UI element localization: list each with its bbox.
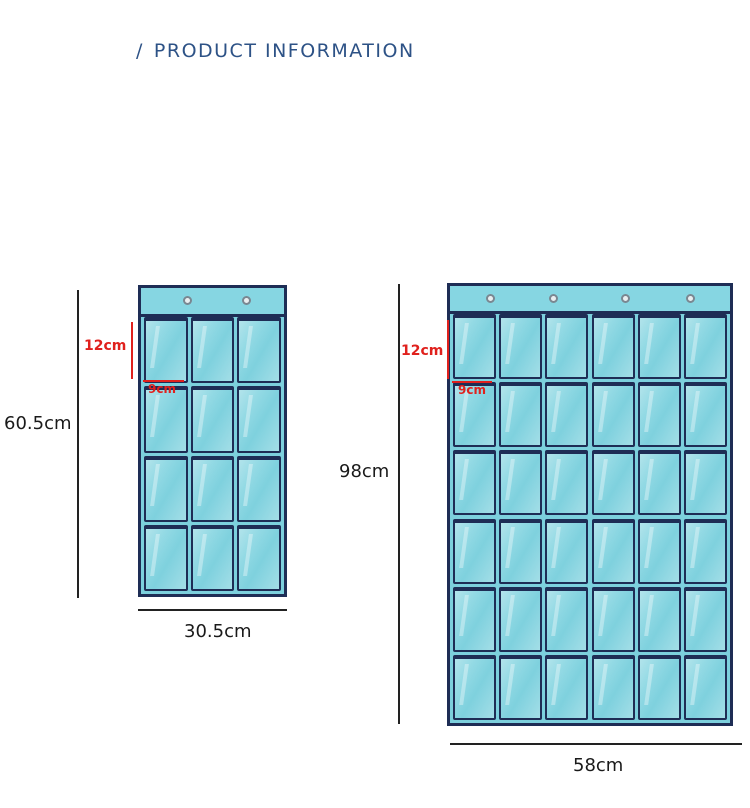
large-pocket-height-label: 12cm [401,343,444,359]
large-pocket-width-label: 9cm [458,383,486,397]
pocket [499,382,543,448]
pocket [453,586,497,652]
small-pocket-height-marker [131,322,133,379]
pocket [637,314,681,380]
pocket [144,455,188,522]
pocket [499,314,543,380]
small-height-dimension-line [77,290,79,598]
pocket [453,654,497,720]
pocket [545,450,589,516]
pocket [237,455,281,522]
pocket [683,586,727,652]
section-heading: / PRODUCT INFORMATION [136,40,415,62]
small-width-dimension-line [138,609,287,611]
small-width-label: 30.5cm [184,621,252,642]
pocket [545,654,589,720]
grommet-icon [621,294,630,303]
small-height-label: 60.5cm [4,413,72,434]
pocket [190,524,235,591]
pocket [683,654,727,720]
pocket [237,386,281,453]
pocket [637,654,681,720]
grommet-icon [549,294,558,303]
pocket [683,450,727,516]
small-pocket-width-label: 9cm [148,382,176,396]
pocket [144,386,188,453]
pocket [453,314,497,380]
grommet-icon [183,296,192,305]
pocket [683,314,727,380]
pocket [190,317,235,384]
pocket [683,518,727,584]
pocket [545,518,589,584]
pocket [591,518,635,584]
pocket [453,450,497,516]
pocket [591,654,635,720]
pocket [144,317,188,384]
pocket [637,382,681,448]
grommet-icon [486,294,495,303]
pocket [591,450,635,516]
pocket [190,455,235,522]
large-width-label: 58cm [573,755,624,776]
pocket [683,382,727,448]
pocket [144,524,188,591]
small-organizer-image [138,285,287,597]
grommet-icon [686,294,695,303]
pocket [545,382,589,448]
large-pocket-width-marker [452,381,492,383]
pocket [637,586,681,652]
pocket [499,450,543,516]
pocket [545,586,589,652]
large-pocket-height-marker [447,320,449,379]
pocket [453,518,497,584]
large-organizer-image [447,283,733,726]
large-organizer-header [450,286,730,314]
pocket [499,586,543,652]
small-organizer-header [141,288,284,317]
pocket [237,524,281,591]
large-height-label: 98cm [339,461,390,482]
pocket [499,518,543,584]
heading-text: PRODUCT INFORMATION [153,40,415,62]
small-pocket-height-label: 12cm [84,338,127,354]
heading-slash: / [136,40,144,62]
pocket [190,386,235,453]
large-width-dimension-line [450,743,742,745]
large-height-dimension-line [398,284,400,724]
grommet-icon [242,296,251,305]
small-pocket-width-marker [143,380,184,382]
pocket [499,654,543,720]
pocket [637,518,681,584]
pocket [591,382,635,448]
pocket [453,382,497,448]
pocket [637,450,681,516]
pocket [591,586,635,652]
pocket [591,314,635,380]
pocket [545,314,589,380]
pocket [237,317,281,384]
